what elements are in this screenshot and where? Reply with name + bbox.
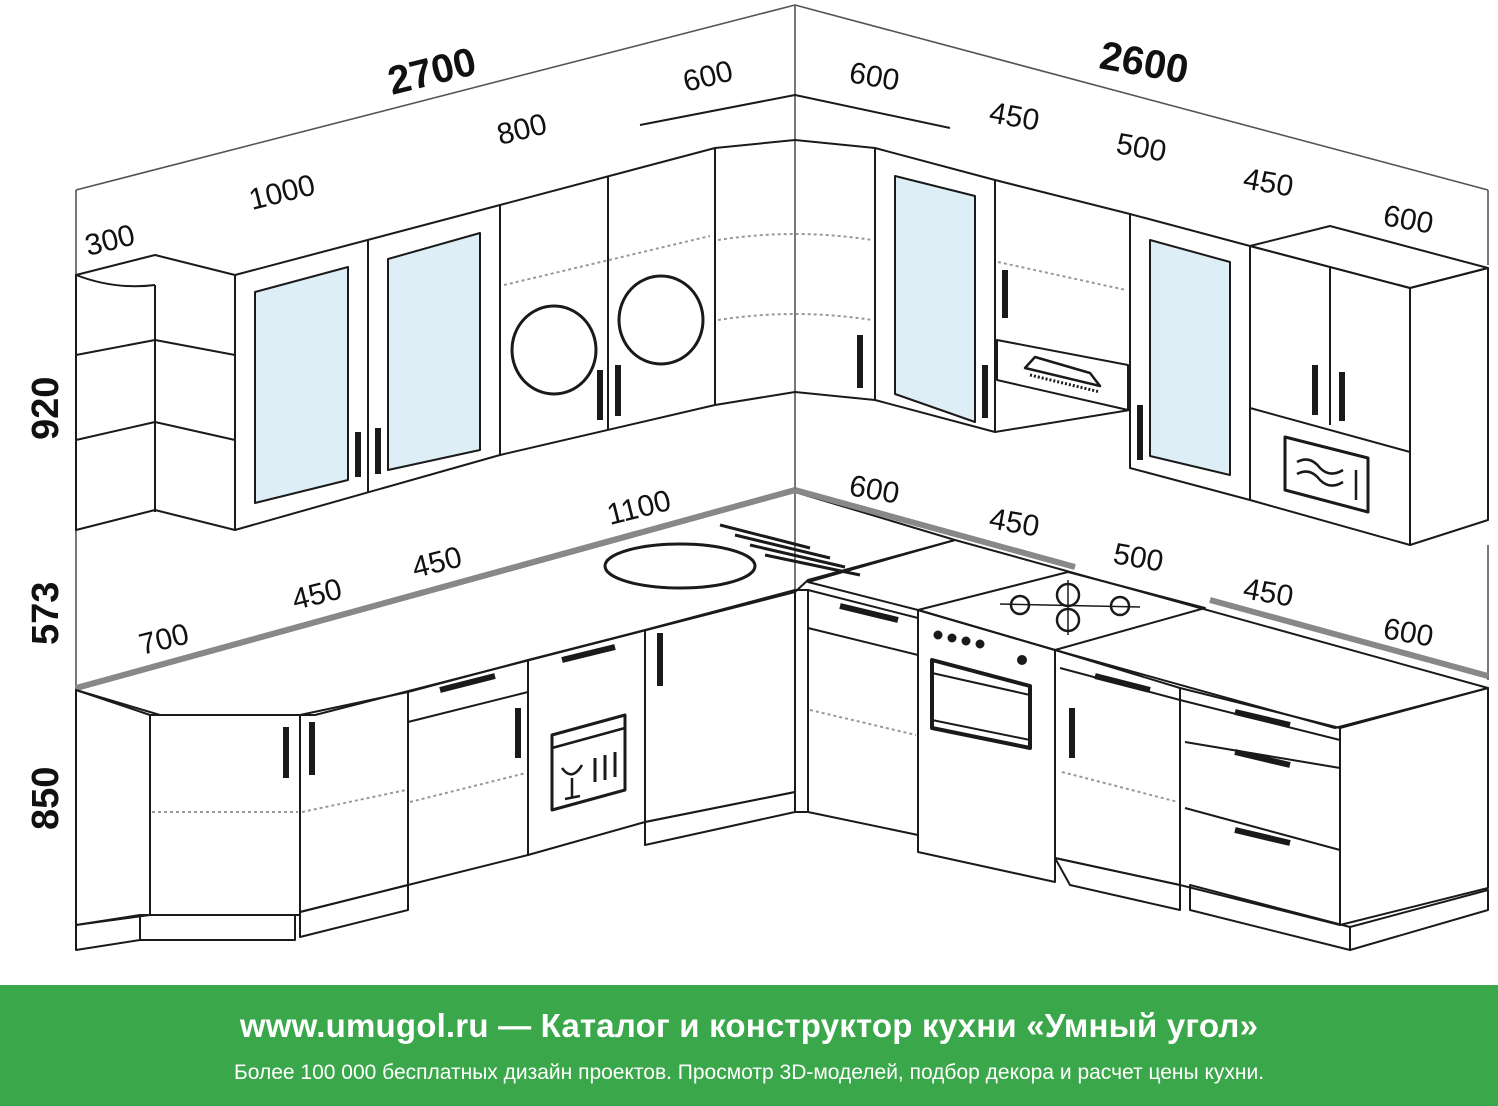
dim-upper-glass-single: 450 bbox=[987, 96, 1042, 137]
base-drawer-cabinet-450 bbox=[407, 659, 529, 886]
dim-base-right-1: 450 bbox=[987, 502, 1042, 543]
base-corner-cabinet-left bbox=[75, 689, 315, 951]
dim-upper-corner-right: 600 bbox=[847, 56, 902, 97]
base-drawers-450 bbox=[1179, 687, 1351, 951]
footer-title[interactable]: www.umugol.ru — Каталог и конструктор ку… bbox=[239, 1007, 1259, 1044]
dim-base-dishwasher: 450 bbox=[409, 541, 466, 585]
base-corner-cabinet-right bbox=[794, 589, 919, 836]
footer-banner: www.umugol.ru — Каталог и конструктор ку… bbox=[0, 985, 1498, 1106]
dim-base-right-2: 450 bbox=[1241, 572, 1296, 613]
kitchen-drawing: 2700 2600 300 1000 800 600 600 450 500 4… bbox=[25, 4, 1489, 951]
dim-height-upper: 920 bbox=[25, 377, 67, 440]
dim-upper-glass-double: 1000 bbox=[246, 169, 319, 217]
stove-top bbox=[917, 571, 1206, 651]
upper-plates-cabinet-double bbox=[499, 147, 716, 456]
dim-base-corner-left: 700 bbox=[136, 618, 193, 662]
upper-glass-cabinet-single-2 bbox=[1129, 213, 1251, 501]
upper-corner-shelf bbox=[75, 254, 236, 531]
dim-upper-plates-double: 800 bbox=[494, 108, 551, 152]
base-cabinet-450 bbox=[299, 691, 409, 938]
kitchen-diagram: 2700 2600 300 1000 800 600 600 450 500 4… bbox=[25, 4, 1489, 951]
dim-height-base: 850 bbox=[25, 767, 67, 830]
dim-upper-right-total: 2600 bbox=[1096, 34, 1191, 93]
worktop-left bbox=[75, 487, 1076, 716]
upper-hood-cabinet bbox=[994, 179, 1131, 433]
base-sink-cabinet bbox=[644, 589, 796, 846]
upper-microwave-cabinet bbox=[1249, 225, 1489, 546]
upper-glass-cabinet-single bbox=[874, 147, 996, 433]
dim-upper-glass-single-2: 450 bbox=[1241, 162, 1296, 203]
dim-upper-left-total: 2700 bbox=[384, 40, 481, 104]
dim-upper-microwave: 600 bbox=[1381, 199, 1436, 240]
base-end-cabinet-600 bbox=[1339, 687, 1489, 951]
base-dishwasher bbox=[527, 629, 646, 856]
dim-base-stove: 500 bbox=[1111, 537, 1166, 578]
upper-glass-cabinet-double bbox=[234, 204, 501, 531]
dim-height-backsplash: 573 bbox=[25, 582, 67, 645]
footer-subtitle: Более 100 000 бесплатных дизайн проектов… bbox=[233, 1061, 1265, 1084]
dim-base-drawer-left: 450 bbox=[289, 573, 346, 617]
dim-upper-corner-shelf: 300 bbox=[82, 219, 139, 263]
dim-upper-hood: 500 bbox=[1114, 127, 1169, 168]
base-drawer-cabinet-500 bbox=[1054, 649, 1181, 911]
dim-upper-corner-left: 600 bbox=[680, 55, 737, 99]
base-stove-cabinet bbox=[917, 609, 1056, 883]
